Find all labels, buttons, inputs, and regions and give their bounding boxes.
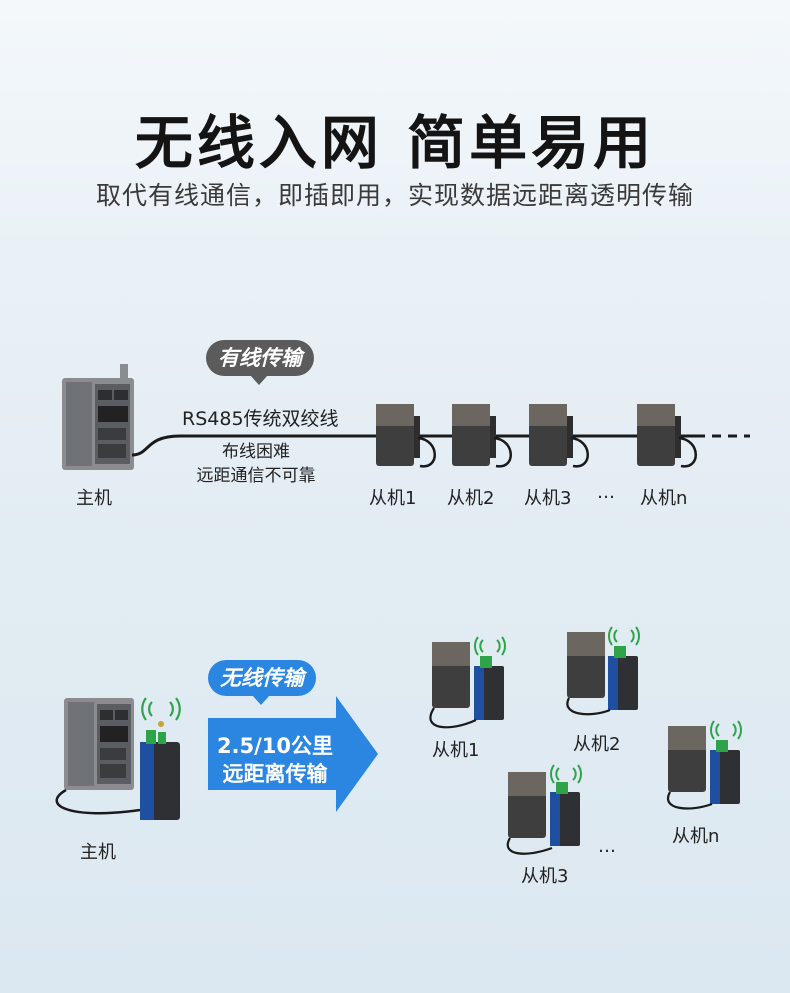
wireless-master-plc-device	[64, 698, 134, 790]
wired-diagram	[62, 364, 750, 470]
wireless-slave-label-3: 从机3	[521, 866, 569, 887]
wireless-slave-n	[666, 720, 742, 810]
wireless-transmission-bubble: 无线传输	[208, 660, 316, 705]
wireless-slave-label-1: 从机1	[432, 740, 480, 761]
page-title: 无线入网 简单易用	[134, 109, 656, 177]
wireless-slave-2	[566, 626, 640, 716]
range-arrow	[208, 696, 378, 812]
slave-device-2	[452, 404, 512, 468]
wired-slave-label-3: 从机3	[524, 488, 572, 509]
wireless-diagram	[55, 626, 742, 855]
wired-slave-label-2: 从机2	[447, 488, 495, 509]
wired-problem-note: 布线困难 远距通信不可靠	[176, 440, 336, 488]
cable-label: RS485传统双绞线	[182, 408, 339, 430]
wireless-slave-label-2: 从机2	[573, 734, 621, 755]
master-plc-device	[62, 364, 134, 470]
wireless-slave-3	[506, 764, 582, 855]
wired-master-label: 主机	[76, 488, 112, 509]
page-subtitle: 取代有线通信，即插即用，实现数据远距离透明传输	[95, 181, 694, 210]
note-line-2: 远距通信不可靠	[196, 466, 316, 486]
slave-device-1	[376, 404, 436, 468]
wireless-ellipsis: …	[598, 836, 616, 857]
master-signal-icon	[141, 697, 181, 721]
wired-slave-label-n: 从机n	[640, 488, 688, 509]
wired-transmission-bubble: 有线传输	[206, 340, 314, 385]
wired-ellipsis: …	[597, 482, 615, 503]
wireless-slave-label-n: 从机n	[672, 826, 720, 847]
range-arrow-text: 2.5/10公里 远距离传输	[210, 732, 340, 788]
wireless-bubble-label: 无线传输	[220, 666, 304, 690]
wireless-slave-1	[429, 636, 506, 729]
slave-device-n	[637, 404, 697, 468]
note-line-1: 布线困难	[222, 442, 290, 462]
range-description: 远距离传输	[222, 762, 328, 786]
slave-device-3	[529, 404, 589, 468]
rs485-cable	[131, 434, 705, 457]
wireless-master-label: 主机	[80, 842, 116, 863]
master-radio-module	[140, 721, 180, 820]
wired-slave-label-1: 从机1	[369, 488, 417, 509]
range-distance: 2.5/10公里	[216, 734, 334, 758]
wired-bubble-label: 有线传输	[218, 346, 302, 370]
